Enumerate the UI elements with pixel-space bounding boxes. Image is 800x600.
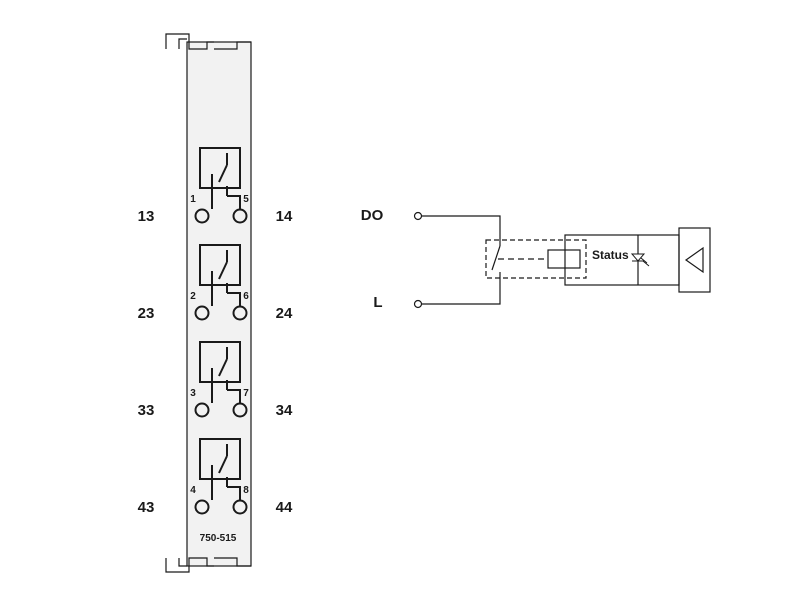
terminal-right bbox=[232, 208, 248, 224]
pin-left: 1 bbox=[190, 194, 196, 205]
bus-connector-icon bbox=[684, 246, 704, 274]
do-label: DO bbox=[361, 207, 384, 224]
bus-connector bbox=[678, 227, 711, 293]
schematic bbox=[413, 211, 711, 309]
l-label: L bbox=[373, 294, 382, 311]
terminal-label-right: 34 bbox=[276, 402, 293, 419]
relay-switch bbox=[218, 261, 228, 280]
status-led-icon bbox=[630, 253, 650, 267]
terminal-label-left: 23 bbox=[138, 305, 155, 322]
module-housing bbox=[165, 33, 252, 573]
terminal-left bbox=[194, 499, 210, 515]
l-wire bbox=[422, 278, 501, 305]
status-label: Status bbox=[592, 248, 629, 262]
relay-box bbox=[199, 147, 241, 189]
pin-left: 4 bbox=[190, 485, 196, 496]
do-terminal bbox=[413, 211, 423, 221]
pin-right: 7 bbox=[243, 388, 249, 399]
relay-channel bbox=[194, 341, 248, 418]
relay-channels: 1 5 13 14 2 6 23 24 3 7 33 34 4 8 43 44 bbox=[138, 147, 293, 516]
top-latch-inner bbox=[178, 38, 187, 49]
relay-channel bbox=[194, 438, 248, 515]
relay-contact bbox=[491, 245, 501, 271]
module-body bbox=[186, 41, 252, 567]
terminal-label-right: 14 bbox=[276, 208, 293, 225]
terminal-right bbox=[232, 402, 248, 418]
relay-channel bbox=[194, 147, 248, 224]
terminal-right bbox=[232, 305, 248, 321]
relay-box bbox=[199, 438, 241, 480]
relay-enclosure bbox=[485, 239, 587, 279]
terminal-label-left: 33 bbox=[138, 402, 155, 419]
terminal-left bbox=[194, 305, 210, 321]
top-latch bbox=[165, 33, 214, 50]
pin-right: 8 bbox=[243, 485, 249, 496]
relay-box bbox=[199, 244, 241, 286]
terminal-label-left: 43 bbox=[138, 499, 155, 516]
terminal-left bbox=[194, 208, 210, 224]
relay-switch bbox=[218, 455, 228, 474]
bottom-latch-inner bbox=[178, 558, 187, 567]
terminal-left bbox=[194, 402, 210, 418]
terminal-label-left: 13 bbox=[138, 208, 155, 225]
relay-channel bbox=[194, 244, 248, 321]
pin-right: 5 bbox=[243, 194, 249, 205]
relay-switch bbox=[218, 164, 228, 183]
part-number: 750-515 bbox=[200, 533, 237, 544]
pin-right: 6 bbox=[243, 291, 249, 302]
pin-left: 3 bbox=[190, 388, 196, 399]
pin-left: 2 bbox=[190, 291, 196, 302]
do-wire bbox=[422, 215, 501, 240]
relay-coil bbox=[547, 249, 581, 269]
terminal-label-right: 24 bbox=[276, 305, 293, 322]
bottom-latch bbox=[165, 557, 214, 573]
relay-box bbox=[199, 341, 241, 383]
l-terminal bbox=[413, 299, 423, 309]
terminal-right bbox=[232, 499, 248, 515]
terminal-label-right: 44 bbox=[276, 499, 293, 516]
relay-switch bbox=[218, 358, 228, 377]
